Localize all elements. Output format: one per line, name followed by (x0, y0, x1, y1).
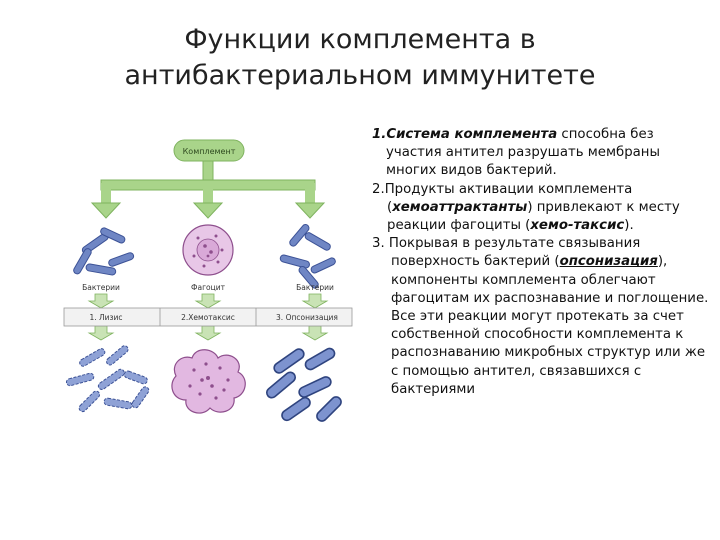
point-3-text-a: Покрывая в результате связывания поверхн… (384, 236, 641, 270)
phagocyte-activated (171, 349, 246, 414)
complement-label: Комплемент (183, 147, 236, 156)
point-3-text-b: ), компоненты комплемента облегчают фаго… (391, 254, 709, 397)
point-1: 1.Система комплемента способна без участ… (372, 126, 712, 181)
step-chemotaxis: 2.Хемотаксис (181, 313, 235, 322)
complement-diagram: Комплемент Бактерии Фагоцит Бактерии (63, 139, 353, 422)
bacteria-group-left-top (73, 227, 135, 276)
point-1-number: 1. (372, 127, 387, 142)
point-2: 2.Продукты активации комплемента (хемоат… (372, 181, 712, 236)
point-3: 3. Покрывая в результате связывания пове… (372, 235, 712, 399)
point-2-number: 2. (372, 181, 385, 197)
bacteria-group-right-top (279, 224, 336, 289)
phagocyte-top (182, 224, 234, 276)
process-arrows (87, 293, 329, 341)
point-2-text-a: Продукты активации комплемента ( (384, 181, 633, 215)
point-2-text-c: ). (624, 218, 634, 234)
label-bacteria-left: Бактерии (82, 283, 120, 292)
point-3-number: 3. (372, 236, 385, 252)
point-3-term-opsonization: опсонизация (559, 254, 658, 270)
step-boxes: 1. Лизис 2.Хемотаксис 3. Опсонизация (63, 307, 353, 327)
slide-title-line-1: Функции комплемента в (184, 24, 536, 55)
point-1-term: Система комплемента (386, 127, 558, 142)
slide-title-line-2: антибактериальном иммунитете (124, 60, 596, 91)
point-1-text: способна без участия антител разрушать м… (386, 127, 660, 179)
lysed-bacteria (65, 345, 150, 413)
point-2-text-b: ) привлекают к месту реакции фагоциты ( (387, 199, 680, 234)
slide-title: Функции комплемента в антибактериальном … (0, 22, 720, 94)
step-opsonization: 3. Опсонизация (276, 313, 338, 322)
complement-arrows (90, 158, 326, 219)
opsonized-bacteria (266, 347, 342, 422)
complement-badge: Комплемент (173, 139, 245, 162)
label-bacteria-right: Бактерии (296, 283, 334, 292)
point-2-term-chemotaxis: хемо-таксис (530, 218, 625, 234)
label-phagocyte: Фагоцит (191, 283, 226, 292)
step-lysis: 1. Лизис (89, 313, 122, 322)
point-2-term-chemoattractants: хемоаттрактанты (392, 199, 528, 215)
complement-functions-text: 1.Система комплемента способна без участ… (372, 126, 712, 399)
